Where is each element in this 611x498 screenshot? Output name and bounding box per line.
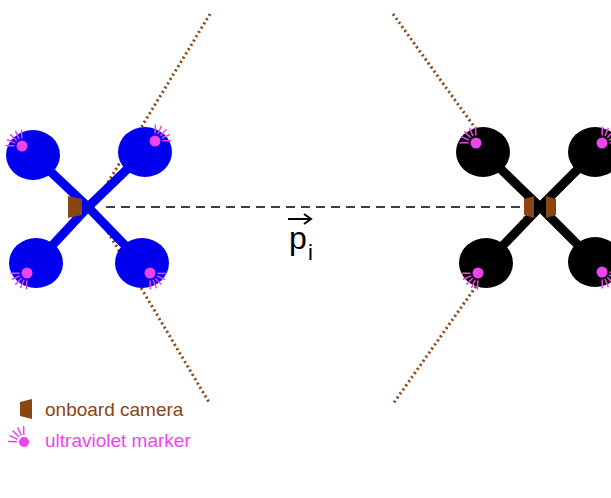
marker-legend-icon	[8, 426, 29, 447]
ultraviolet-marker	[145, 268, 167, 290]
ultraviolet-marker	[597, 127, 611, 149]
relative-position-line	[106, 206, 524, 208]
ultraviolet-marker	[597, 267, 611, 289]
field-of-view	[93, 14, 532, 404]
ultraviolet-marker	[6, 130, 28, 152]
ultraviolet-marker	[460, 127, 482, 149]
name-vector-symbol: p	[289, 222, 307, 254]
ultraviolet-marker	[150, 125, 172, 147]
camera-legend-icon	[20, 399, 32, 419]
onboard-camera	[546, 196, 556, 218]
onboard-camera	[68, 196, 82, 218]
ultraviolet-marker	[11, 268, 33, 290]
legend-text: ultraviolet marker	[45, 431, 191, 450]
onboard-camera	[524, 196, 534, 218]
black-drone	[456, 127, 611, 288]
blue-drone	[6, 127, 172, 288]
legend-text: onboard camera	[45, 400, 183, 419]
ultraviolet-markers	[6, 125, 611, 290]
ultraviolet-marker	[462, 268, 484, 290]
vector-subscript: i	[308, 242, 313, 264]
ultraviolet-marker	[8, 426, 29, 447]
